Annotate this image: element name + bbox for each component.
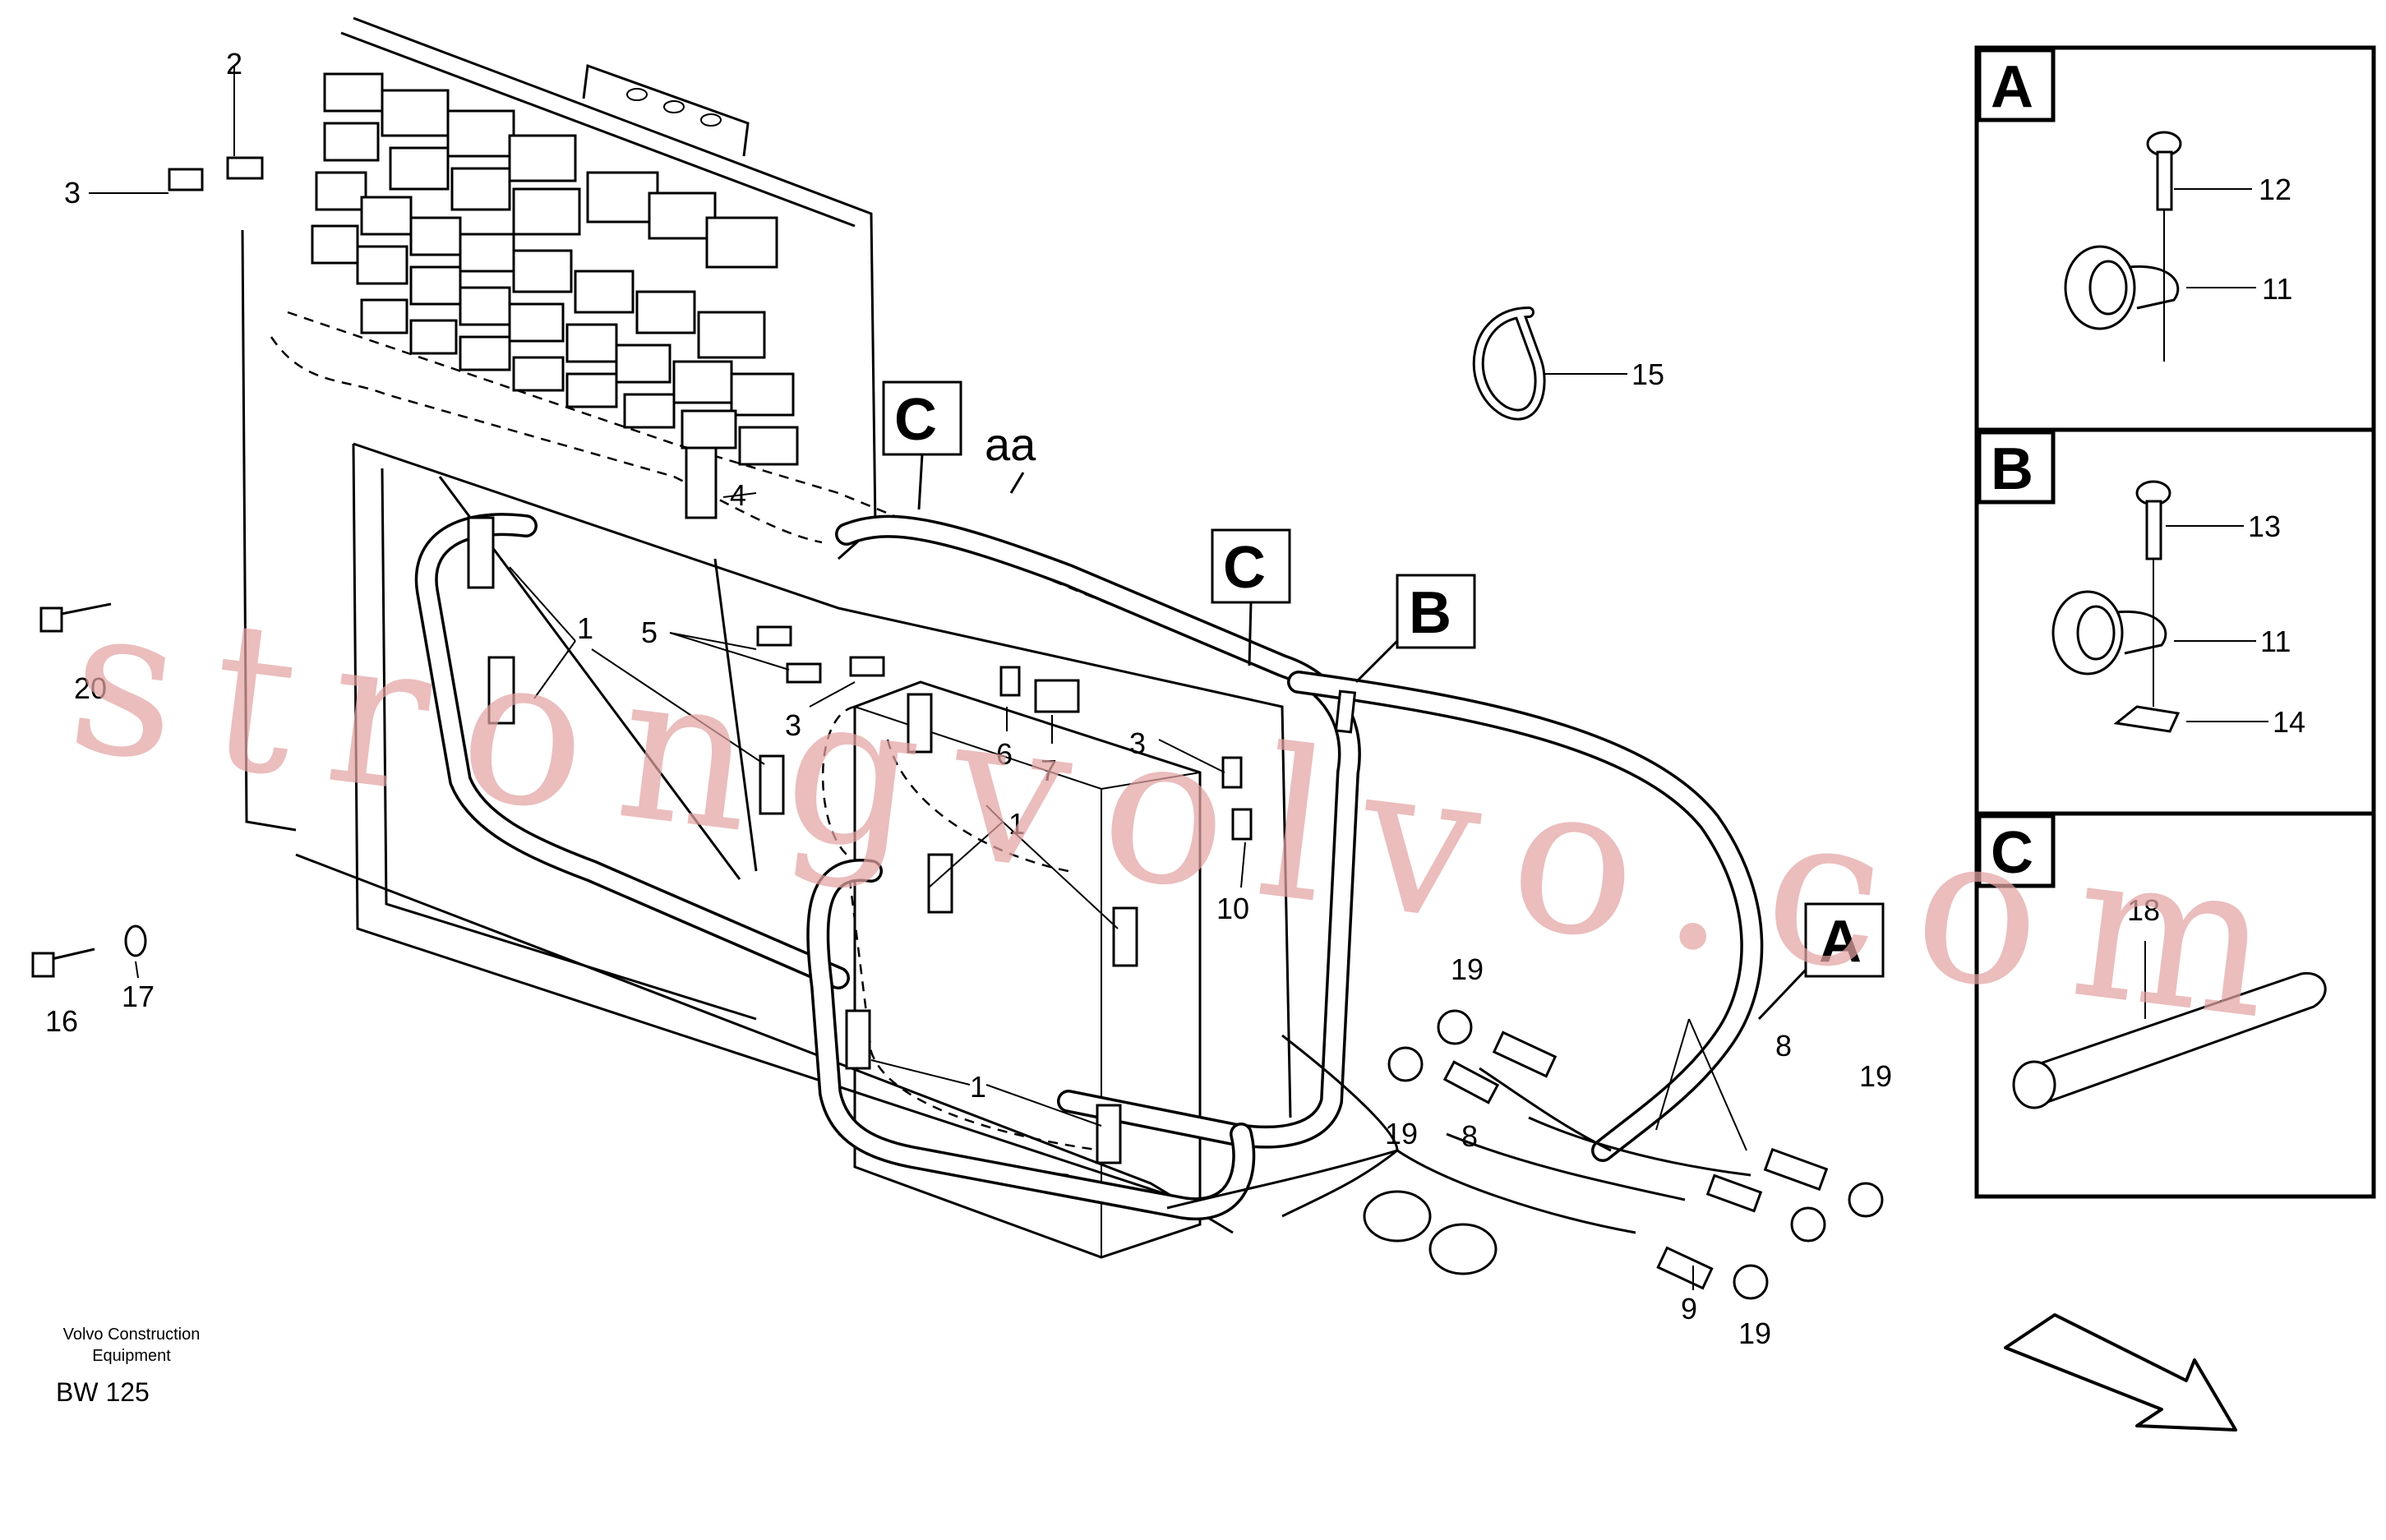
callout-19-c: 19 xyxy=(1859,1059,1892,1093)
marker-b: B xyxy=(1409,580,1451,646)
callout-19-d: 19 xyxy=(1738,1316,1771,1350)
relay-blocks xyxy=(311,72,799,466)
marker-c-2: C xyxy=(1223,535,1266,601)
callout-3-a: 3 xyxy=(64,176,81,210)
footer: Volvo Construction Equipment BW 125 xyxy=(56,1326,200,1407)
direction-arrow xyxy=(2004,1313,2237,1432)
marker-a: A xyxy=(1819,909,1862,975)
callout-3-c: 3 xyxy=(1129,726,1146,760)
detail-panel-b: B 13 11 14 xyxy=(1977,430,2305,739)
callout-16: 16 xyxy=(45,1004,78,1038)
callout-1-c: 1 xyxy=(970,1070,986,1104)
callout-15: 15 xyxy=(1631,357,1664,391)
callout-1-b: 1 xyxy=(1008,807,1025,841)
callout-6: 6 xyxy=(996,737,1013,771)
callout-aa: aa xyxy=(985,418,1036,470)
detail-panels: A 12 11 B 13 11 xyxy=(1974,45,2376,1199)
panel-a-label: A xyxy=(1991,54,2033,120)
detail-markers: C C B A aa xyxy=(882,380,1885,1021)
callout-12: 12 xyxy=(2259,173,2291,206)
callout-3-b: 3 xyxy=(785,708,801,742)
callout-11-a: 11 xyxy=(2262,272,2292,306)
callout-1-a: 1 xyxy=(577,611,593,645)
detail-panel-c: C 18 xyxy=(1977,814,2327,1109)
callout-7: 7 xyxy=(1041,754,1057,787)
callout-8-b: 8 xyxy=(1775,1029,1792,1063)
callout-10: 10 xyxy=(1216,892,1249,925)
panel-c-label: C xyxy=(1991,820,2033,886)
detail-panel-a: A 12 11 xyxy=(1977,48,2292,362)
callout-14: 14 xyxy=(2273,705,2305,739)
callout-17: 17 xyxy=(122,980,155,1013)
drawing-code: BW 125 xyxy=(56,1377,150,1407)
callout-18: 18 xyxy=(2127,893,2160,927)
callout-4: 4 xyxy=(730,478,746,512)
callout-20: 20 xyxy=(74,671,107,705)
cable-tie: 15 xyxy=(1472,307,1664,421)
maker-line-2: Equipment xyxy=(92,1347,171,1365)
panel-b-label: B xyxy=(1991,436,2033,502)
callout-13: 13 xyxy=(2248,509,2281,543)
callout-9: 9 xyxy=(1681,1292,1697,1326)
main-assembly: C C B A aa 2 3 4 xyxy=(31,16,2237,1432)
marker-c-1: C xyxy=(894,387,937,453)
callout-5: 5 xyxy=(641,616,658,649)
callout-19-b: 19 xyxy=(1385,1117,1418,1150)
callout-11-b: 11 xyxy=(2260,625,2291,658)
callout-8-a: 8 xyxy=(1461,1119,1478,1153)
callout-2: 2 xyxy=(226,47,242,81)
callout-19-a: 19 xyxy=(1451,952,1484,986)
maker-line-1: Volvo Construction xyxy=(63,1326,201,1344)
